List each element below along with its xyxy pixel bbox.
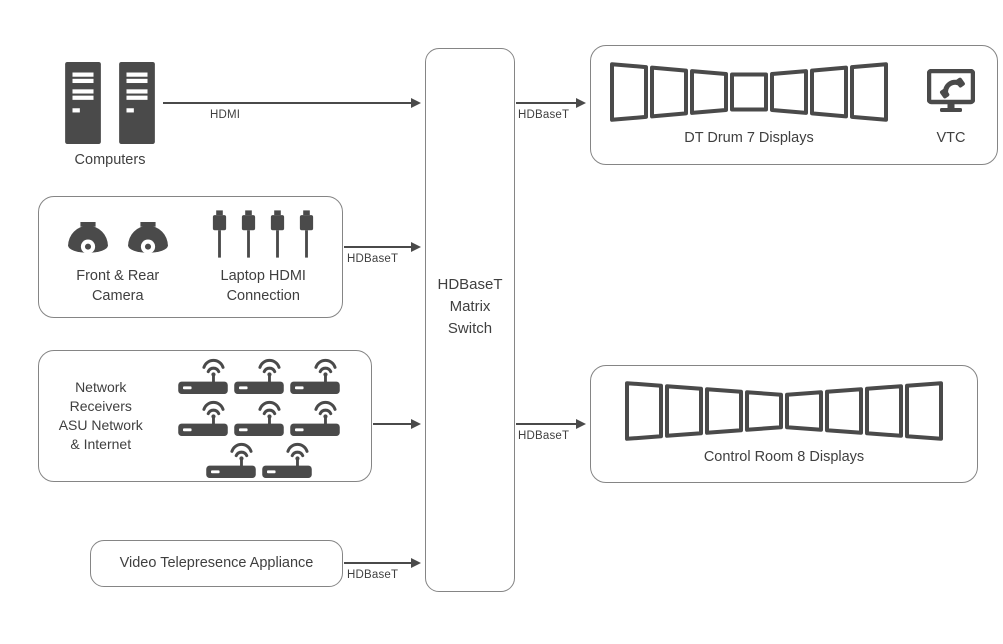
wireless-receiver-icon [288, 400, 341, 436]
hdbaset-label-camera: HDBaseT [347, 253, 399, 265]
vtc-section: VTC [927, 60, 975, 149]
hdmi-plug-icon [242, 210, 256, 258]
network-receivers-box: Network Receivers ASU Network & Internet [38, 350, 372, 482]
receiver-icons [156, 353, 361, 479]
computers-group: Computers [48, 62, 172, 171]
laptop-hdmi-section: Laptop HDMI Connection [191, 208, 337, 306]
wireless-receiver-icon [176, 358, 229, 394]
dt-drum-label: DT Drum 7 Displays [684, 129, 814, 146]
dome-camera-icon [127, 221, 168, 254]
computers-label: Computers [74, 152, 146, 168]
computer-tower-icon [65, 62, 101, 144]
wireless-receiver-icon [232, 358, 285, 394]
arrow-switch-to-control-room [516, 417, 586, 430]
arrow-telepresence-to-switch [344, 556, 421, 569]
computer-tower-icon [119, 62, 155, 144]
hdmi-plug-icon [300, 210, 314, 258]
arrow-camera-box-to-switch [344, 240, 421, 253]
arrow-switch-to-dt-drum [516, 96, 586, 109]
control-room-label: Control Room 8 Displays [703, 448, 865, 465]
hdmi-connection-label: HDMI [210, 109, 241, 121]
network-receivers-label: Network Receivers ASU Network & Internet [58, 379, 143, 452]
dt-drum-display-wall-icon [610, 61, 888, 122]
dt-drum-wall-area [607, 60, 891, 124]
hdmi-plug-icon [271, 210, 285, 258]
arrow-network-to-switch [373, 417, 421, 430]
matrix-switch-box: HDBaseT Matrix Switch [425, 48, 515, 592]
wireless-receiver-icon [204, 442, 257, 478]
telepresence-label: Video Telepresence Appliance [119, 554, 314, 571]
vtc-icon-area [927, 60, 975, 124]
hdbaset-label-telepresence: HDBaseT [347, 569, 399, 581]
hdbaset-label-control-room: HDBaseT [518, 430, 570, 442]
front-rear-camera-section: Front & Rear Camera [45, 208, 191, 306]
vtc-icon [927, 69, 975, 115]
dt-drum-box: DT Drum 7 Displays VTC [590, 45, 998, 165]
matrix-switch-label: HDBaseT Matrix Switch [437, 276, 503, 337]
hdmi-plug-icons [211, 208, 315, 258]
hdmi-plug-icon [213, 210, 227, 258]
wireless-receiver-icon [232, 400, 285, 436]
arrow-computers-to-switch [163, 96, 421, 109]
wireless-receiver-icon [260, 442, 313, 478]
hdbaset-label-dt-drum: HDBaseT [518, 109, 570, 121]
laptop-hdmi-label: Laptop HDMI Connection [220, 267, 306, 304]
control-room-display-wall-icon [625, 380, 943, 441]
wireless-receiver-icon [176, 400, 229, 436]
wireless-receiver-icon [288, 358, 341, 394]
camera-laptop-box: Front & Rear Camera Laptop HDMI Connecti… [38, 196, 343, 318]
telepresence-box: Video Telepresence Appliance [90, 540, 343, 587]
computer-icons [65, 62, 155, 144]
control-room-box: Control Room 8 Displays [590, 365, 978, 483]
vtc-label: VTC [936, 129, 966, 146]
control-room-wall-area [622, 379, 946, 443]
dome-camera-icon [67, 221, 108, 254]
camera-icons [65, 208, 171, 258]
front-rear-camera-label: Front & Rear Camera [76, 267, 160, 304]
dt-drum-wall-section: DT Drum 7 Displays [607, 60, 891, 149]
